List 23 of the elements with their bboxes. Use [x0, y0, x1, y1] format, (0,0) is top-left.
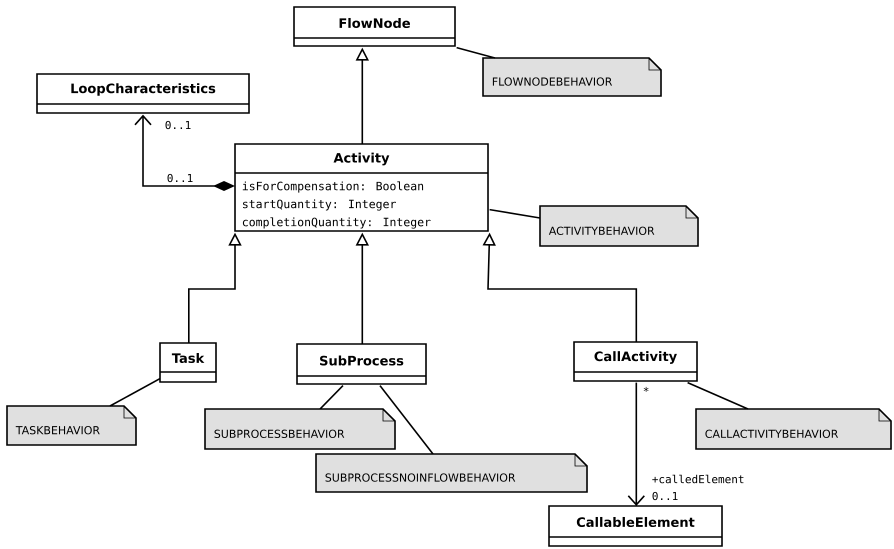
class-box: CallableElement: [548, 505, 723, 547]
note-box: FLOWNODEBEHAVIOR: [482, 57, 662, 97]
class-box: LoopCharacteristics: [36, 73, 250, 114]
multiplicity-label: *: [644, 386, 649, 392]
note-box: SUBPROCESSNOINFLOWBEHAVIOR: [315, 453, 588, 493]
note-box: SUBPROCESSBEHAVIOR: [204, 408, 396, 450]
class-box: SubProcess: [296, 343, 427, 385]
connector-line: [687, 382, 748, 410]
note-box: CALLACTIVITYBEHAVIOR: [695, 408, 892, 450]
arrow: [628, 382, 645, 506]
connector-line: [456, 46, 496, 59]
edge-label: 0..1: [168, 174, 193, 182]
note-box: TASKBEHAVIOR: [6, 405, 137, 446]
connector-line: [379, 385, 434, 454]
connector-line: [110, 378, 160, 407]
edge-label: +calledElement: [652, 474, 744, 484]
connector-line: [489, 208, 540, 219]
class-box: Task: [159, 342, 217, 383]
class-box: Activity isForCompensation: Boolean startQuantity: Integer completionQuantity: Integer: [234, 143, 489, 232]
class-box: CallActivity: [573, 341, 698, 382]
class-box: FlowNode: [293, 6, 456, 47]
connector-line: [319, 385, 344, 410]
note-box: ACTIVITYBEHAVIOR: [539, 205, 699, 247]
